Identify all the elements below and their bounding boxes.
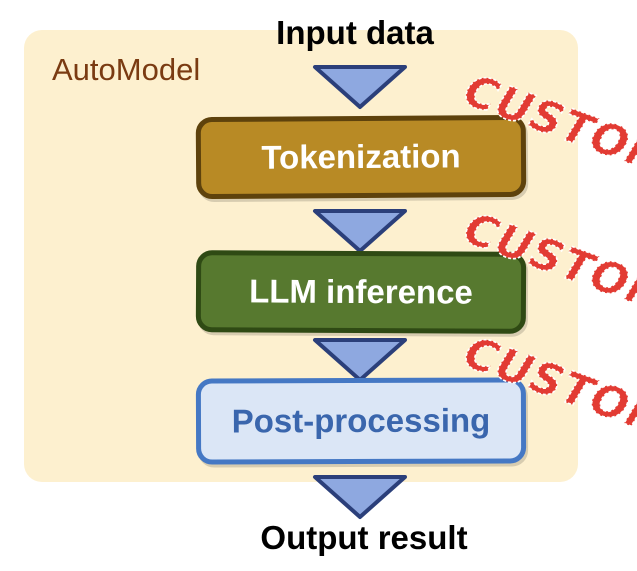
automodel-label: AutoModel [52,52,201,87]
arrow-down-icon [313,65,407,109]
custom-stamp-post-processing: CUSTOM [457,326,637,450]
custom-stamp-llm-inference: CUSTOM [457,202,637,326]
arrow-down-icon [313,209,407,253]
custom-stamp-tokenization: CUSTOM [457,64,637,188]
output-result-label: Output result [260,519,468,556]
tokenization-label: Tokenization [261,137,461,176]
llm-inference-label: LLM inference [249,272,473,311]
arrow-down-icon [313,338,407,382]
arrow-down-icon [313,475,407,519]
input-data-label: Input data [276,14,434,51]
